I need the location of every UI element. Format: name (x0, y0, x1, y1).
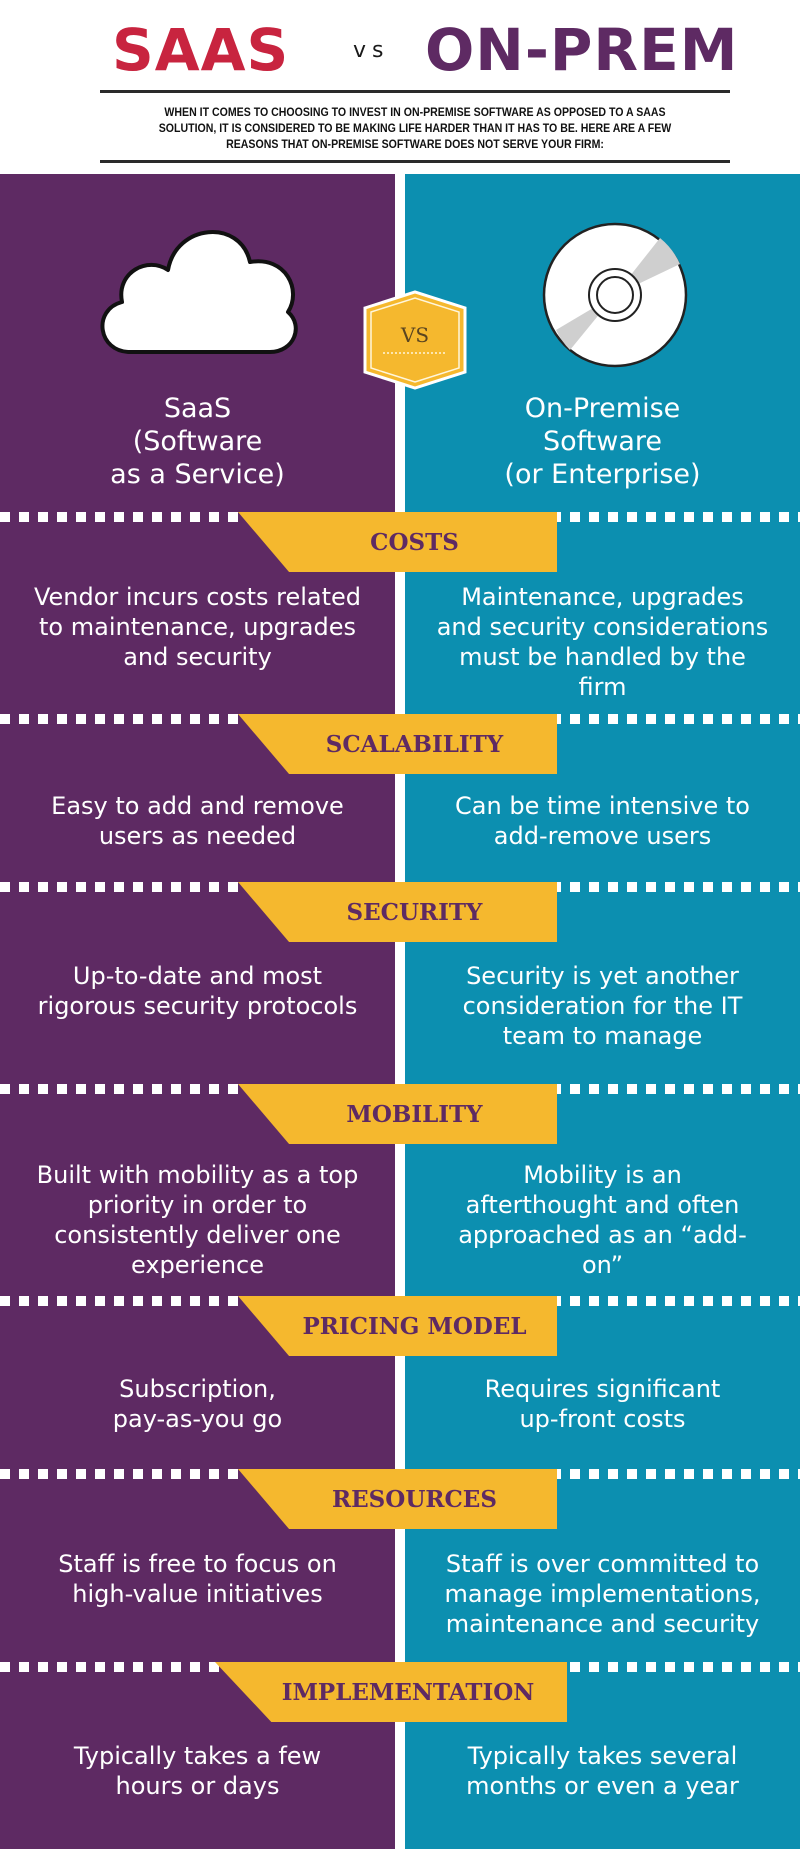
title-saas: SAAS (112, 16, 290, 84)
vs-badge-label: VS (400, 323, 429, 347)
onprem-heading-line: Software (542, 426, 663, 457)
column-divider (395, 174, 405, 1849)
cloud-icon (100, 230, 298, 354)
section-label: IMPLEMENTATION (281, 1678, 535, 1706)
saas-heading-line: as a Service) (110, 459, 285, 490)
saas-heading-line: (Software (132, 426, 263, 457)
saas-column (0, 174, 395, 1849)
disc-icon (542, 222, 688, 368)
section-label: SECURITY (346, 898, 483, 926)
section-banner-costs: COSTS (238, 512, 557, 572)
title-vs: vs (353, 38, 390, 63)
section-label: PRICING MODEL (302, 1312, 527, 1340)
section-label: MOBILITY (346, 1100, 483, 1128)
header: SAAS vs ON-PREM WHEN IT COMES TO CHOOSIN… (0, 0, 800, 174)
saas-heading: SaaS (Software as a Service) (0, 392, 395, 491)
header-rule-top (100, 90, 730, 93)
section-label: SCALABILITY (325, 730, 504, 758)
onprem-column (405, 174, 800, 1849)
section-banner-scalability: SCALABILITY (238, 714, 557, 774)
header-rule-bottom (100, 160, 730, 163)
section-label: RESOURCES (332, 1485, 497, 1513)
onprem-heading-line: (or Enterprise) (504, 459, 701, 490)
saas-heading-line: SaaS (163, 393, 232, 424)
onprem-heading: On-Premise Software (or Enterprise) (405, 392, 800, 491)
section-label: COSTS (370, 528, 459, 556)
intro-text: WHEN IT COMES TO CHOOSING TO INVEST IN O… (158, 105, 672, 151)
section-banner-pricing-model: PRICING MODEL (238, 1296, 557, 1356)
vs-badge-icon: VS (363, 290, 467, 390)
pricing-saas-text: Subscription,pay-as-you go (112, 1375, 283, 1433)
section-banner-security: SECURITY (238, 882, 557, 942)
section-banner-mobility: MOBILITY (238, 1084, 557, 1144)
title-onprem: ON-PREM (425, 16, 739, 84)
onprem-heading-line: On-Premise (524, 393, 681, 424)
section-banner-resources: RESOURCES (238, 1469, 557, 1529)
section-banner-implementation: IMPLEMENTATION (215, 1662, 567, 1722)
